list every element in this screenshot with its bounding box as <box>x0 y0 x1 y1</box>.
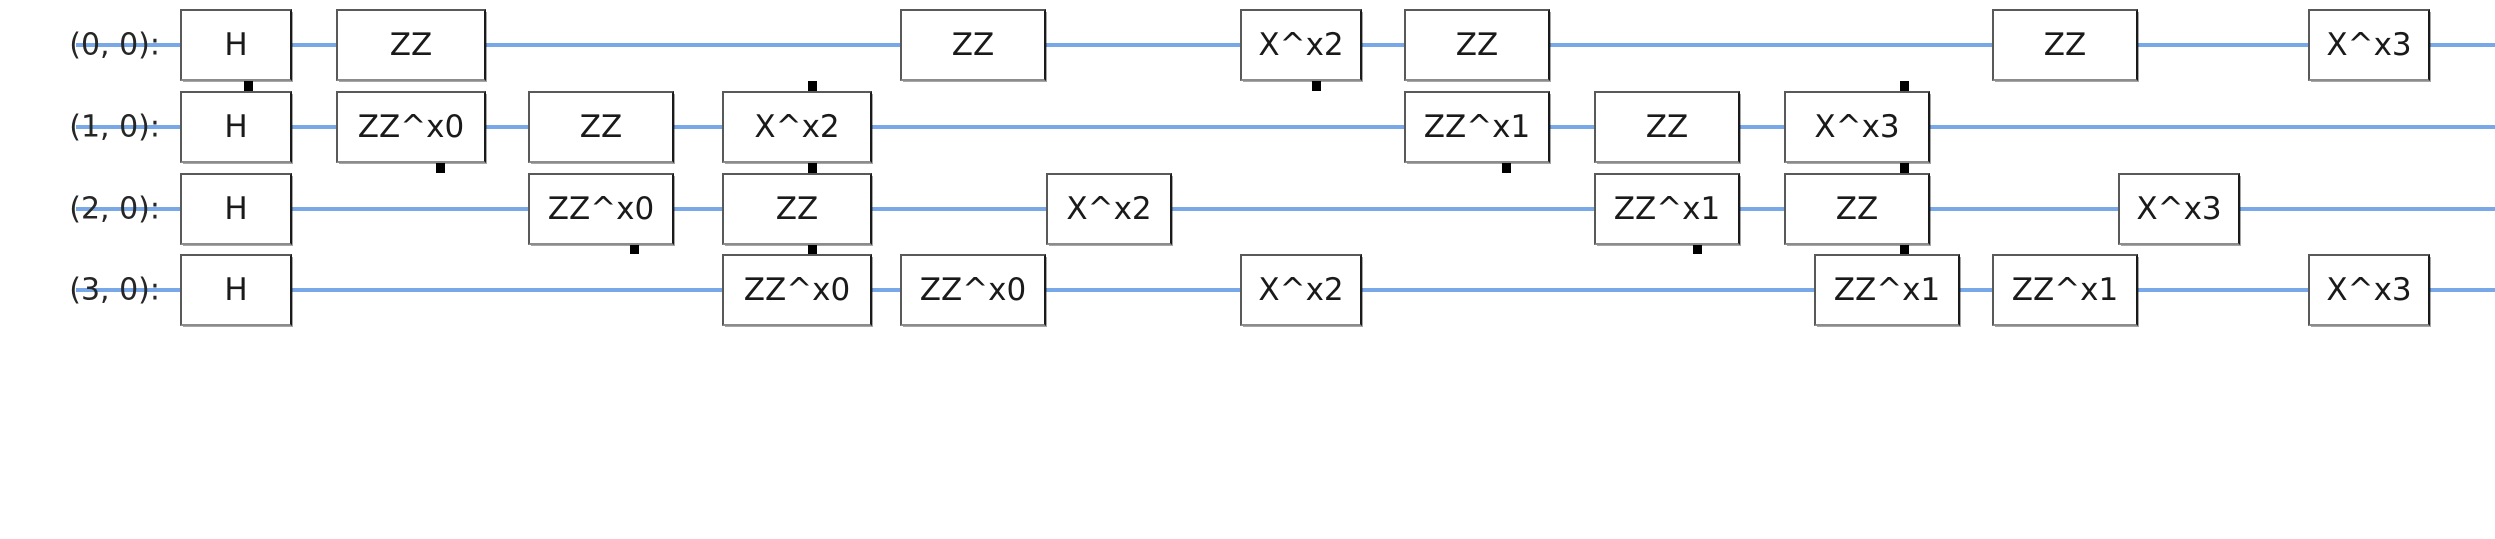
gate-box[interactable]: ZZ^x0 <box>722 254 872 326</box>
gate-box[interactable]: ZZ <box>1594 91 1740 163</box>
gate-label: ZZ <box>389 26 433 63</box>
gate-connector <box>1693 245 1702 254</box>
gate-box[interactable]: H <box>180 91 292 163</box>
gate-box[interactable]: ZZ^x1 <box>1814 254 1960 326</box>
gate-label: ZZ <box>2043 26 2087 63</box>
gate-label: H <box>224 108 248 145</box>
gate-label: ZZ <box>1835 190 1879 227</box>
gate-label: X^x3 <box>1814 108 1900 145</box>
gate-label: ZZ^x1 <box>1833 271 1941 308</box>
gate-box[interactable]: H <box>180 9 292 81</box>
gate-box[interactable]: ZZ <box>336 9 486 81</box>
gate-label: X^x2 <box>1258 26 1344 63</box>
gate-label: ZZ^x0 <box>547 190 655 227</box>
gate-box[interactable]: X^x2 <box>1240 254 1362 326</box>
gate-label: X^x3 <box>2326 271 2412 308</box>
gate-box[interactable]: X^x3 <box>2308 9 2430 81</box>
gate-label: H <box>224 26 248 63</box>
qubit-label-3: (3, 0): <box>69 272 160 308</box>
gate-label: X^x3 <box>2326 26 2412 63</box>
qubit-wire-1 <box>76 125 2495 129</box>
qubit-label-0: (0, 0): <box>69 27 160 63</box>
gate-connector <box>1502 163 1511 173</box>
gate-label: ZZ <box>1645 108 1689 145</box>
gate-label: ZZ <box>775 190 819 227</box>
gate-box[interactable]: ZZ^x1 <box>1404 91 1550 163</box>
gate-connector <box>436 163 445 173</box>
gate-label: ZZ^x0 <box>357 108 465 145</box>
gate-box[interactable]: ZZ <box>1992 9 2138 81</box>
gate-box[interactable]: X^x3 <box>2308 254 2430 326</box>
gate-label: H <box>224 271 248 308</box>
gate-label: X^x3 <box>2136 190 2222 227</box>
gate-box[interactable]: ZZ^x0 <box>336 91 486 163</box>
gate-connector <box>1900 81 1909 254</box>
gate-label: ZZ <box>951 26 995 63</box>
gate-box[interactable]: ZZ^x1 <box>1594 173 1740 245</box>
gate-box[interactable]: X^x3 <box>2118 173 2240 245</box>
qubit-label-2: (2, 0): <box>69 191 160 227</box>
gate-box[interactable]: ZZ <box>722 173 872 245</box>
gate-box[interactable]: X^x3 <box>1784 91 1930 163</box>
gate-label: H <box>224 190 248 227</box>
gate-box[interactable]: X^x2 <box>1046 173 1172 245</box>
gate-label: X^x2 <box>1258 271 1344 308</box>
gate-box[interactable]: ZZ^x0 <box>900 254 1046 326</box>
gate-connector <box>1312 81 1321 91</box>
gate-box[interactable]: ZZ <box>900 9 1046 81</box>
gate-connector <box>244 81 253 91</box>
gate-label: X^x2 <box>1066 190 1152 227</box>
gate-box[interactable]: ZZ <box>528 91 674 163</box>
gate-label: ZZ^x1 <box>1613 190 1721 227</box>
gate-connector <box>808 81 817 254</box>
gate-box[interactable]: ZZ^x1 <box>1992 254 2138 326</box>
gate-box[interactable]: ZZ^x0 <box>528 173 674 245</box>
gate-box[interactable]: ZZ <box>1784 173 1930 245</box>
gate-label: ZZ^x0 <box>743 271 851 308</box>
gate-label: ZZ^x1 <box>1423 108 1531 145</box>
gate-box[interactable]: X^x2 <box>1240 9 1362 81</box>
gate-box[interactable]: X^x2 <box>722 91 872 163</box>
gate-label: ZZ^x1 <box>2011 271 2119 308</box>
gate-box[interactable]: H <box>180 254 292 326</box>
gate-label: X^x2 <box>754 108 840 145</box>
gate-label: ZZ <box>1455 26 1499 63</box>
gate-box[interactable]: H <box>180 173 292 245</box>
gate-box[interactable]: ZZ <box>1404 9 1550 81</box>
gate-connector <box>630 245 639 254</box>
qubit-wire-2 <box>76 207 2495 211</box>
gate-label: ZZ <box>579 108 623 145</box>
qubit-label-1: (1, 0): <box>69 109 160 145</box>
gate-label: ZZ^x0 <box>919 271 1027 308</box>
